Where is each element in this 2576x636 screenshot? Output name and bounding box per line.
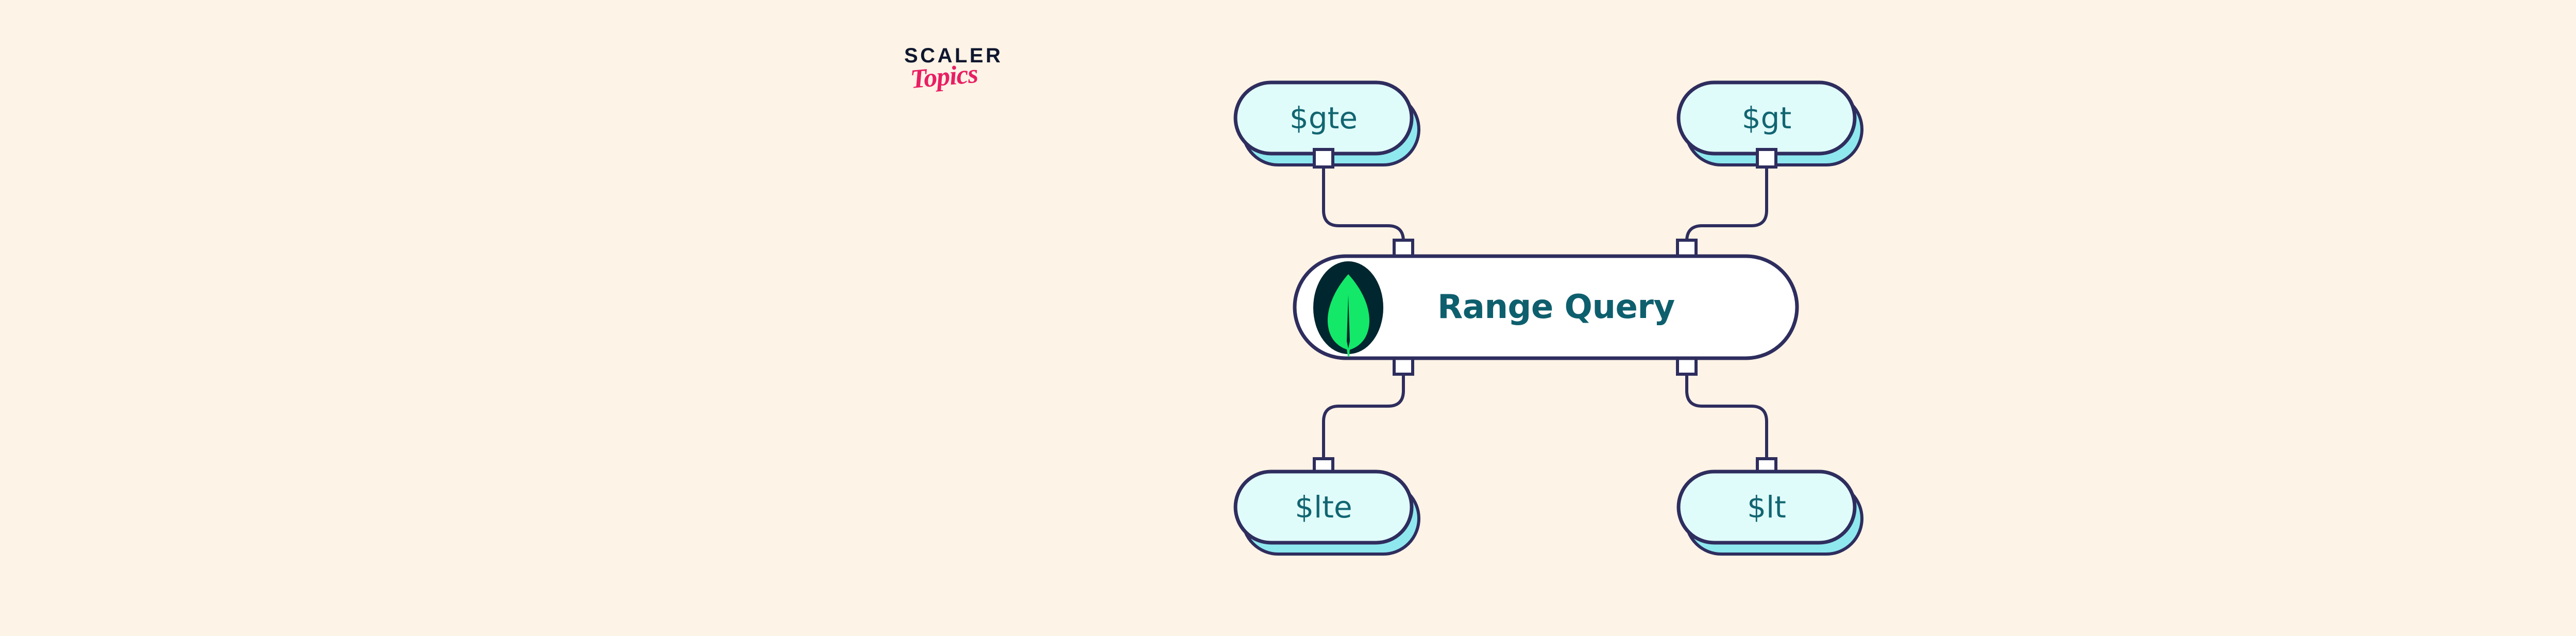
node-gte-shadow (1241, 92, 1420, 166)
mongodb-leaf-icon (1313, 261, 1383, 357)
node-lt[interactable] (1676, 470, 1863, 556)
node-range-query-body[interactable] (1293, 254, 1799, 360)
node-lte-label: $lte (1295, 490, 1352, 525)
node-lt-body[interactable] (1676, 470, 1857, 545)
connector-gt-to-center (1685, 165, 1768, 258)
connector-center-to-lt (1685, 358, 1768, 461)
connector-gte-to-center (1322, 165, 1405, 258)
connector-center-to-lte (1322, 358, 1405, 461)
node-lt-shadow (1684, 481, 1863, 556)
logo-word-scaler: SCALER (904, 44, 1003, 67)
connector-tab-center-top-left (1393, 239, 1414, 260)
node-lte-body[interactable] (1233, 470, 1414, 545)
connector-tab-gt (1756, 148, 1777, 169)
node-lte-shadow (1241, 481, 1420, 556)
node-gt-shadow (1684, 92, 1863, 166)
connector-tab-center-bottom-right (1676, 354, 1698, 376)
node-gt-label: $gt (1741, 101, 1792, 136)
node-gte-label: $gte (1289, 101, 1358, 136)
node-gte-body[interactable] (1233, 80, 1414, 156)
node-lte[interactable] (1233, 470, 1420, 556)
node-gte[interactable] (1233, 80, 1420, 166)
node-lt-label: $lt (1747, 490, 1786, 525)
connector-tab-gte (1313, 148, 1334, 169)
node-gt-body[interactable] (1676, 80, 1857, 156)
connector-tab-center-top-right (1676, 239, 1698, 260)
node-range-query[interactable] (1293, 254, 1799, 360)
node-gt[interactable] (1676, 80, 1863, 166)
connector-tab-lte (1313, 457, 1334, 478)
connector-group (1322, 165, 1768, 461)
connector-tab-center-bottom-left (1393, 354, 1414, 376)
node-range-query-label: Range Query (1437, 288, 1675, 326)
connector-tab-lt (1756, 457, 1777, 478)
scaler-topics-logo: SCALER Topics (904, 45, 1038, 112)
